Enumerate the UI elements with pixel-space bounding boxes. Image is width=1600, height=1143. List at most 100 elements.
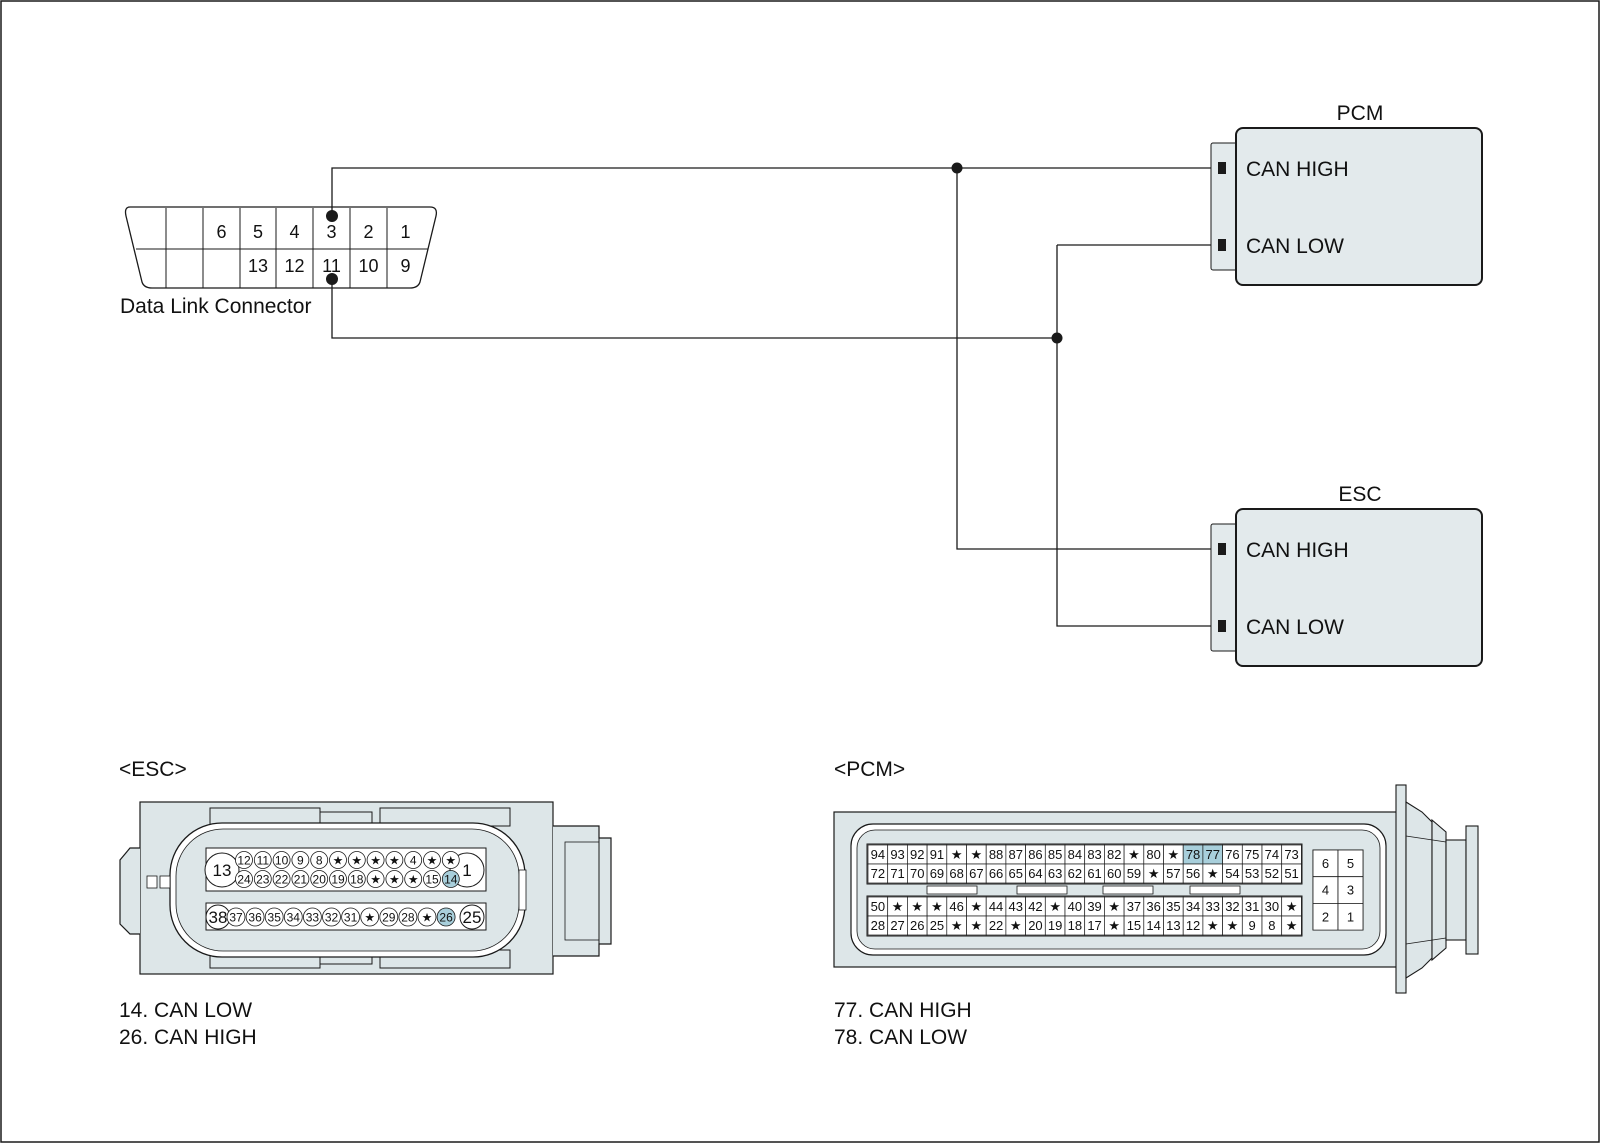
esc-connector-title: <ESC> [119,758,187,781]
pcm-pin-40: 40 [1068,899,1082,914]
esc-pin-cavity-25 [459,904,485,930]
esc-pin-label: CAN LOW [1246,616,1344,639]
pcm-pin-8: 8 [1268,918,1275,933]
esc-pin-cavity [235,851,253,869]
esc-pin-unused: ★ [389,854,400,868]
esc-pin-cavity [329,851,347,869]
esc-pin-unused: ★ [364,911,375,925]
esc-legend-line1: 14. CAN LOW [119,999,252,1022]
esc-pin-cavity [441,851,460,869]
esc-pin-cavity [398,907,418,927]
pcm-small-pin-5: 5 [1347,856,1354,871]
pcm-pin-label: CAN HIGH [1246,158,1349,181]
pcm-module-box [1235,127,1483,286]
pcm-pin-28: 28 [871,918,885,933]
pcm-pin-80: 80 [1146,847,1160,862]
pcm-pin-39: 39 [1087,899,1101,914]
splice-can-low [1051,332,1063,344]
esc-pin-12: 12 [237,854,251,868]
can-low-branch-pcm [1056,245,1213,627]
esc-pin-32: 32 [325,911,339,925]
pcm-pin-13: 13 [1166,918,1180,933]
esc-pin-cavity [272,851,291,869]
esc-pin-cavity [291,851,310,869]
esc-pin-cavity [379,907,399,927]
pcm-pin-82: 82 [1107,847,1121,862]
pcm-pin-unused: ★ [1286,918,1298,933]
esc-pin-29: 29 [382,911,396,925]
dlc-pin-3: 3 [326,222,336,242]
pcm-pin-78: 78 [1186,847,1200,862]
esc-pin-36: 36 [248,911,262,925]
esc-pin-15: 15 [425,873,439,887]
pcm-pin-68: 68 [949,866,963,881]
pcm-pin-69: 69 [930,866,944,881]
pcm-legend-line1: 77. CAN HIGH [834,999,972,1022]
esc-pin-14: 14 [444,873,458,887]
esc-pin-cavity [347,851,366,869]
pcm-pin-18: 18 [1068,918,1082,933]
esc-pin-cavity [235,870,253,888]
esc-pin-9: 9 [297,854,304,868]
pcm-pin-61: 61 [1087,866,1101,881]
esc-pin-cavity [366,851,385,869]
pcm-legend-line2: 78. CAN LOW [834,1026,967,1049]
pcm-pin-44: 44 [989,899,1003,914]
pcm-pin-63: 63 [1048,866,1062,881]
splice-can-high [951,162,963,174]
pcm-small-pin-4: 4 [1322,883,1329,898]
dlc-pin-13: 13 [248,256,268,276]
pcm-pin-65: 65 [1009,866,1023,881]
esc-pin-cavity [322,907,341,927]
esc-pin-cavity [291,870,310,888]
pcm-pin-9: 9 [1249,918,1256,933]
esc-pin-cavity [366,870,385,888]
esc-pin-cavity [436,907,456,927]
dlc-pin3-dot [326,210,338,222]
pcm-pin-unused: ★ [1207,918,1219,933]
esc-pin-23: 23 [256,873,270,887]
esc-pin-cavity [253,851,272,869]
esc-pin-label: CAN HIGH [1246,539,1349,562]
esc-pin-11: 11 [257,854,270,868]
pcm-pin-terminal [1218,162,1226,174]
pcm-pin-20: 20 [1028,918,1042,933]
esc-pin-cavity [253,870,272,888]
esc-pin-cavity [360,907,380,927]
pcm-pin-label: CAN LOW [1246,235,1344,258]
esc-pin-26: 26 [439,911,453,925]
pcm-pin-unused: ★ [1168,847,1180,862]
esc-pin-terminal [1218,543,1226,555]
esc-pin-10: 10 [275,854,289,868]
esc-pin-cavity [245,907,265,927]
can-high-branch-esc [956,168,1213,550]
pcm-pin-64: 64 [1028,866,1042,881]
pcm-pin-34: 34 [1186,899,1200,914]
splice-points [326,162,1063,344]
esc-pin-cavity [441,870,460,888]
esc-pin-unused: ★ [427,854,438,868]
pcm-small-pin-1: 1 [1347,909,1354,924]
esc-pin-unused: ★ [351,854,362,868]
pcm-pin-36: 36 [1146,899,1160,914]
dlc-pin-11: 11 [322,256,341,276]
esc-module-box [1235,508,1483,667]
pcm-small-pin-2: 2 [1322,909,1329,924]
esc-pin-cavity [341,907,361,927]
pcm-pin-53: 53 [1245,866,1259,881]
dlc-pin-1: 1 [400,222,410,242]
pcm-pin-70: 70 [910,866,924,881]
esc-pin-31: 31 [344,911,358,925]
esc-pin-13: 13 [213,861,232,880]
pcm-pin-59: 59 [1127,866,1141,881]
pcm-pin-unused: ★ [1286,899,1298,914]
pcm-pin-54: 54 [1225,866,1239,881]
pcm-pin-46: 46 [949,899,963,914]
pcm-pin-57: 57 [1166,866,1180,881]
pcm-pin-unused: ★ [971,847,983,862]
esc-module-title: ESC [1338,483,1381,506]
esc-pin-unused: ★ [445,854,456,868]
pcm-pin-74: 74 [1265,847,1279,862]
